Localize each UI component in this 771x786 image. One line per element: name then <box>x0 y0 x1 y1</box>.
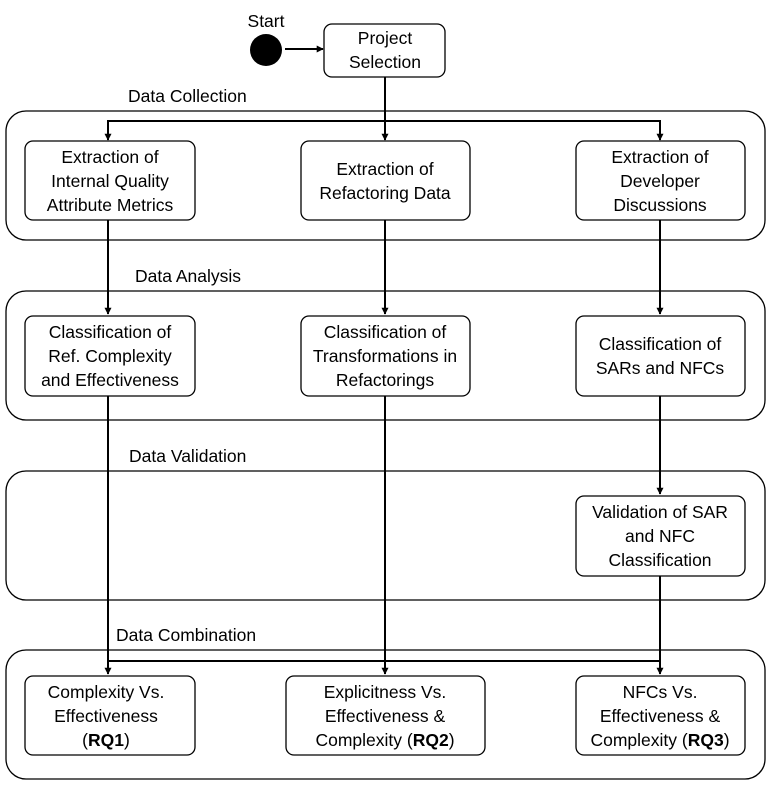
node-classification-complexity: Classification of Ref. Complexity and Effe… <box>24 315 196 397</box>
edge-project-to-metrics <box>104 77 386 141</box>
node-label-text: Refactorings <box>336 370 434 390</box>
node-label-text: ) <box>124 730 130 750</box>
node-label-text: Complexity Vs. <box>48 682 165 702</box>
node-label-line: Refactoring Data <box>319 183 451 203</box>
node-validation-sar: Validation of SAR and NFC Classification <box>575 495 746 577</box>
node-label-line: Extraction of <box>611 147 708 167</box>
node-label-text: Explicitness Vs. <box>324 682 447 702</box>
node-label-line: (RQ1) <box>82 730 130 750</box>
node-label-line: Effectiveness & <box>325 706 446 726</box>
node-label-text: ) <box>724 730 730 750</box>
node-label-text: SARs and NFCs <box>596 358 725 378</box>
node-label-text: Classification of <box>49 322 172 342</box>
node-label-line: Transformations in <box>313 346 457 366</box>
edge-project-to-discussions <box>385 120 664 141</box>
node-label-text: NFCs Vs. <box>623 682 698 702</box>
node-label-text: Classification of <box>324 322 447 342</box>
node-label-line: Effectiveness & <box>600 706 721 726</box>
node-label-line: Classification of <box>49 322 172 342</box>
node-label-classify-complexity: Classification of Ref. Complexity and Effe… <box>41 322 179 390</box>
node-label-line: Ref. Complexity <box>48 346 172 366</box>
node-label-text: Discussions <box>613 195 707 215</box>
node-label-text: Selection <box>349 52 421 72</box>
node-label-text: Extraction of <box>611 147 708 167</box>
node-label-line: Refactorings <box>336 370 434 390</box>
node-label-text: Extraction of <box>336 159 433 179</box>
node-label-text: Ref. Complexity <box>48 346 172 366</box>
node-label-text: Internal Quality <box>51 171 169 191</box>
node-label-line: Extraction of <box>61 147 158 167</box>
node-label-text: Developer <box>620 171 700 191</box>
node-label-text: Classification <box>608 550 711 570</box>
node-rq3: NFCs Vs. Effectiveness & Complexity (RQ3) <box>575 675 746 756</box>
node-label-line: SARs and NFCs <box>596 358 725 378</box>
node-label-rq-bold: RQ3 <box>688 730 724 750</box>
node-label-rq-bold: RQ1 <box>88 730 124 750</box>
node-label-text: Transformations in <box>313 346 457 366</box>
node-label-text: Effectiveness & <box>325 706 446 726</box>
node-rq2: Explicitness Vs. Effectiveness & Complexit… <box>285 675 486 756</box>
edges <box>104 45 664 675</box>
node-label-text: Attribute Metrics <box>47 195 174 215</box>
node-label-text: Complexity ( <box>315 730 412 750</box>
node-label-text: Project <box>358 28 413 48</box>
node-label-line: Complexity Vs. <box>48 682 165 702</box>
node-label-extract-refactoring: Extraction of Refactoring Data <box>319 159 451 203</box>
node-classification-transformations: Classification of Transformations in Refac… <box>300 315 471 397</box>
node-label-line: Developer <box>620 171 700 191</box>
node-label-classify-transformations: Classification of Transformations in Refac… <box>313 322 457 390</box>
node-label-text: Effectiveness <box>54 706 158 726</box>
start-label: Start <box>248 11 285 31</box>
phase-label-collection: Data Collection <box>128 86 247 106</box>
node-label-line: Discussions <box>613 195 707 215</box>
node-label-line: Classification of <box>599 334 722 354</box>
node-label-line: Validation of SAR <box>592 502 728 522</box>
node-label-rq2: Explicitness Vs. Effectiveness & Complexit… <box>315 682 454 750</box>
node-label-line: Project <box>358 28 413 48</box>
node-label-text: ) <box>449 730 455 750</box>
node-label-classify-sars: Classification of SARs and NFCs <box>596 334 725 378</box>
node-label-rq3: NFCs Vs. Effectiveness & Complexity (RQ3) <box>590 682 729 750</box>
node-label-line: NFCs Vs. <box>623 682 698 702</box>
node-label-line: Selection <box>349 52 421 72</box>
node-rq1: Complexity Vs. Effectiveness (RQ1) <box>24 675 196 756</box>
node-label-line: Attribute Metrics <box>47 195 174 215</box>
phase-label-analysis: Data Analysis <box>135 266 241 286</box>
node-label-rq1: Complexity Vs. Effectiveness (RQ1) <box>48 682 165 750</box>
phase-label-combination: Data Combination <box>116 625 256 645</box>
node-label-line: Classification <box>608 550 711 570</box>
node-label-line: Complexity (RQ2) <box>315 730 454 750</box>
node-label-line: Explicitness Vs. <box>324 682 447 702</box>
node-extraction-refactoring: Extraction of Refactoring Data <box>300 140 471 221</box>
node-label-line: Classification of <box>324 322 447 342</box>
node-label-text: Effectiveness & <box>600 706 721 726</box>
node-label-text: ( <box>82 730 88 750</box>
node-label-text: Extraction of <box>61 147 158 167</box>
node-label-line: and Effectiveness <box>41 370 179 390</box>
node-label-text: Refactoring Data <box>319 183 451 203</box>
start-node <box>250 34 282 66</box>
node-label-line: Complexity (RQ3) <box>590 730 729 750</box>
phase-label-validation: Data Validation <box>129 446 246 466</box>
node-label-line: Effectiveness <box>54 706 158 726</box>
node-label-line: Extraction of <box>336 159 433 179</box>
node-label-line: Internal Quality <box>51 171 169 191</box>
node-label-validate-sar: Validation of SAR and NFC Classification <box>592 502 728 570</box>
node-label-line: and NFC <box>625 526 695 546</box>
node-label-text: and Effectiveness <box>41 370 179 390</box>
node-label-text: and NFC <box>625 526 695 546</box>
node-label-rq-bold: RQ2 <box>413 730 449 750</box>
node-classification-sars: Classification of SARs and NFCs <box>575 315 746 397</box>
node-label-text: Classification of <box>599 334 722 354</box>
node-label-text: Complexity ( <box>590 730 687 750</box>
node-label-text: Validation of SAR <box>592 502 728 522</box>
